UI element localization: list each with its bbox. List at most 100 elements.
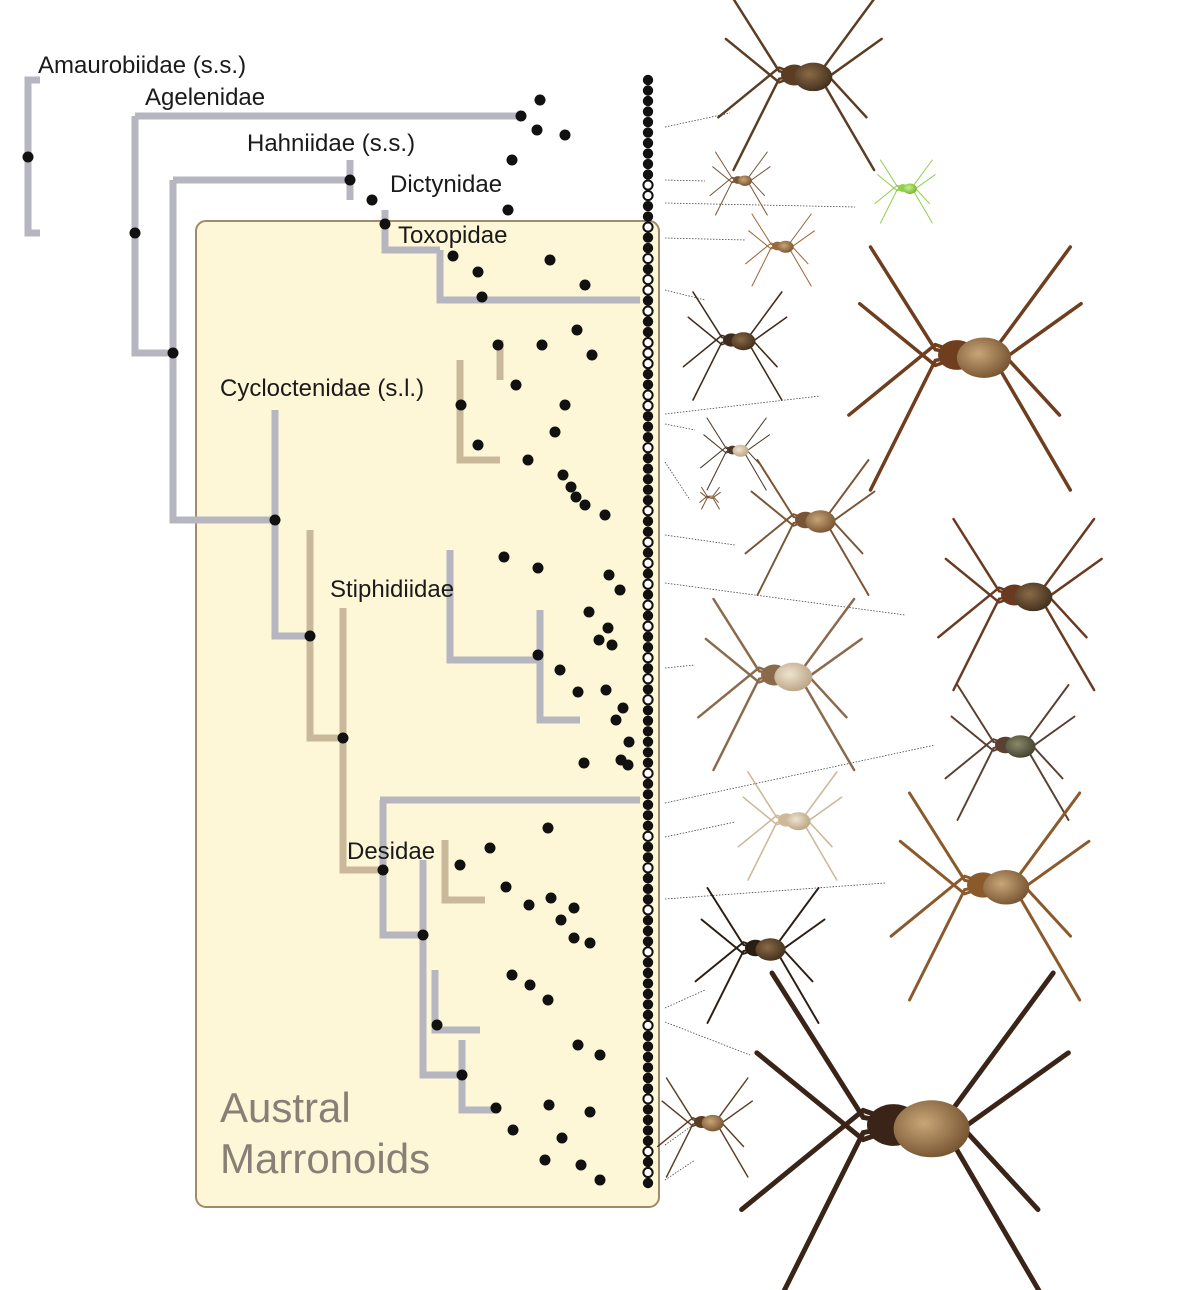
tip-dot-open [642, 599, 654, 611]
tip-dot [642, 263, 654, 275]
tip-dot-open [642, 578, 654, 590]
node-dot [568, 932, 580, 944]
tip-dot-open [642, 652, 654, 664]
spider-abdomen [786, 812, 811, 831]
node-dot [559, 129, 571, 141]
tip-dot-open [642, 1019, 654, 1032]
tip-dot [642, 1062, 654, 1073]
spider-abdomen [794, 62, 833, 92]
tip-dot [642, 137, 654, 149]
tip-dot [642, 200, 654, 212]
node-dot [269, 514, 281, 526]
spider-photo-8 [699, 486, 721, 510]
spider-abdomen [805, 510, 836, 533]
tip-dot-open [642, 862, 654, 874]
spider-photo-11 [697, 597, 863, 772]
tip-dot [642, 873, 654, 884]
node-dot [536, 339, 548, 351]
tip-dot [642, 484, 654, 495]
tip-dot [642, 116, 654, 128]
spider-leg [952, 593, 1022, 692]
node-dot [379, 218, 391, 230]
node-dot [539, 1154, 551, 1166]
tip-dot [642, 431, 654, 443]
spider-photo-2 [709, 151, 771, 216]
spider-photo-6 [847, 245, 1083, 492]
leader-line [664, 582, 906, 616]
branch [339, 608, 383, 874]
clade-label-stiphidiidae: Stiphidiidae [330, 576, 454, 603]
clade-label-amaurobiidae: Amaurobiidae (s.s.) [38, 52, 246, 79]
node-dot [565, 481, 577, 493]
tip-dot [642, 631, 654, 642]
leader-line [664, 423, 696, 431]
spider-abdomen [731, 332, 756, 351]
spider-abdomen [701, 1114, 724, 1132]
tip-dot [642, 452, 654, 464]
node-dot [515, 110, 527, 122]
spider-leg [706, 947, 761, 1024]
node-dot [129, 227, 141, 239]
tip-dot [642, 799, 654, 811]
node-dot [578, 757, 590, 769]
tip-dot [642, 684, 654, 695]
tip-dot [642, 526, 654, 537]
tip-dot [642, 820, 654, 832]
spider-leg [692, 339, 736, 401]
tip-dot [642, 852, 654, 863]
node-dot [456, 1069, 468, 1081]
tip-dot [642, 789, 654, 800]
spider-abdomen [732, 444, 749, 457]
tip-dot [642, 295, 654, 306]
spider-leg [732, 73, 802, 172]
tip-dot [642, 883, 654, 895]
tip-dot-open [642, 904, 654, 916]
node-dot [554, 664, 566, 676]
tip-dot-open [642, 284, 654, 296]
leader-line [664, 395, 821, 415]
spider-leg [880, 159, 906, 189]
tip-dot [642, 326, 654, 338]
node-dot [572, 686, 584, 698]
tip-dot [642, 999, 654, 1010]
leader-line [664, 289, 706, 301]
node-dot [304, 630, 316, 642]
spider-leg [956, 744, 1011, 821]
spider-leg [712, 597, 782, 677]
tip-dot-open [642, 536, 654, 548]
spider-leg [665, 1077, 706, 1123]
spider-leg [769, 970, 908, 1128]
spider-leg [701, 486, 711, 498]
tip-dot [642, 736, 654, 747]
tip-dot-open [642, 337, 654, 349]
spider-leg [868, 353, 967, 492]
clade-label-hahniidae: Hahniidae (s.s.) [247, 130, 415, 157]
tip-dot [642, 1104, 654, 1115]
tip-dot [642, 1030, 654, 1042]
node-dot [544, 254, 556, 266]
spider-leg [868, 245, 967, 357]
node-dot [545, 892, 557, 904]
node-dot [344, 174, 356, 186]
spider-photo-16 [656, 1077, 754, 1178]
node-dot [549, 426, 561, 438]
node-dot [22, 151, 34, 163]
node-dot [492, 339, 504, 351]
branch [379, 800, 423, 939]
node-dot [606, 639, 618, 651]
tip-dot-open [642, 252, 654, 265]
tip-dot [642, 379, 654, 390]
tip-dot [642, 915, 654, 926]
spider-abdomen [755, 938, 786, 961]
node-dot [584, 1106, 596, 1118]
spider-photo-9 [744, 459, 876, 596]
tip-dot [642, 1114, 654, 1126]
tip-dot [642, 127, 654, 138]
tip-dot [642, 1083, 654, 1094]
spider-photo-1 [717, 0, 883, 172]
node-dot [510, 379, 522, 391]
tip-dot [642, 232, 654, 243]
spider-leg [952, 517, 1022, 597]
node-dot [506, 154, 518, 166]
